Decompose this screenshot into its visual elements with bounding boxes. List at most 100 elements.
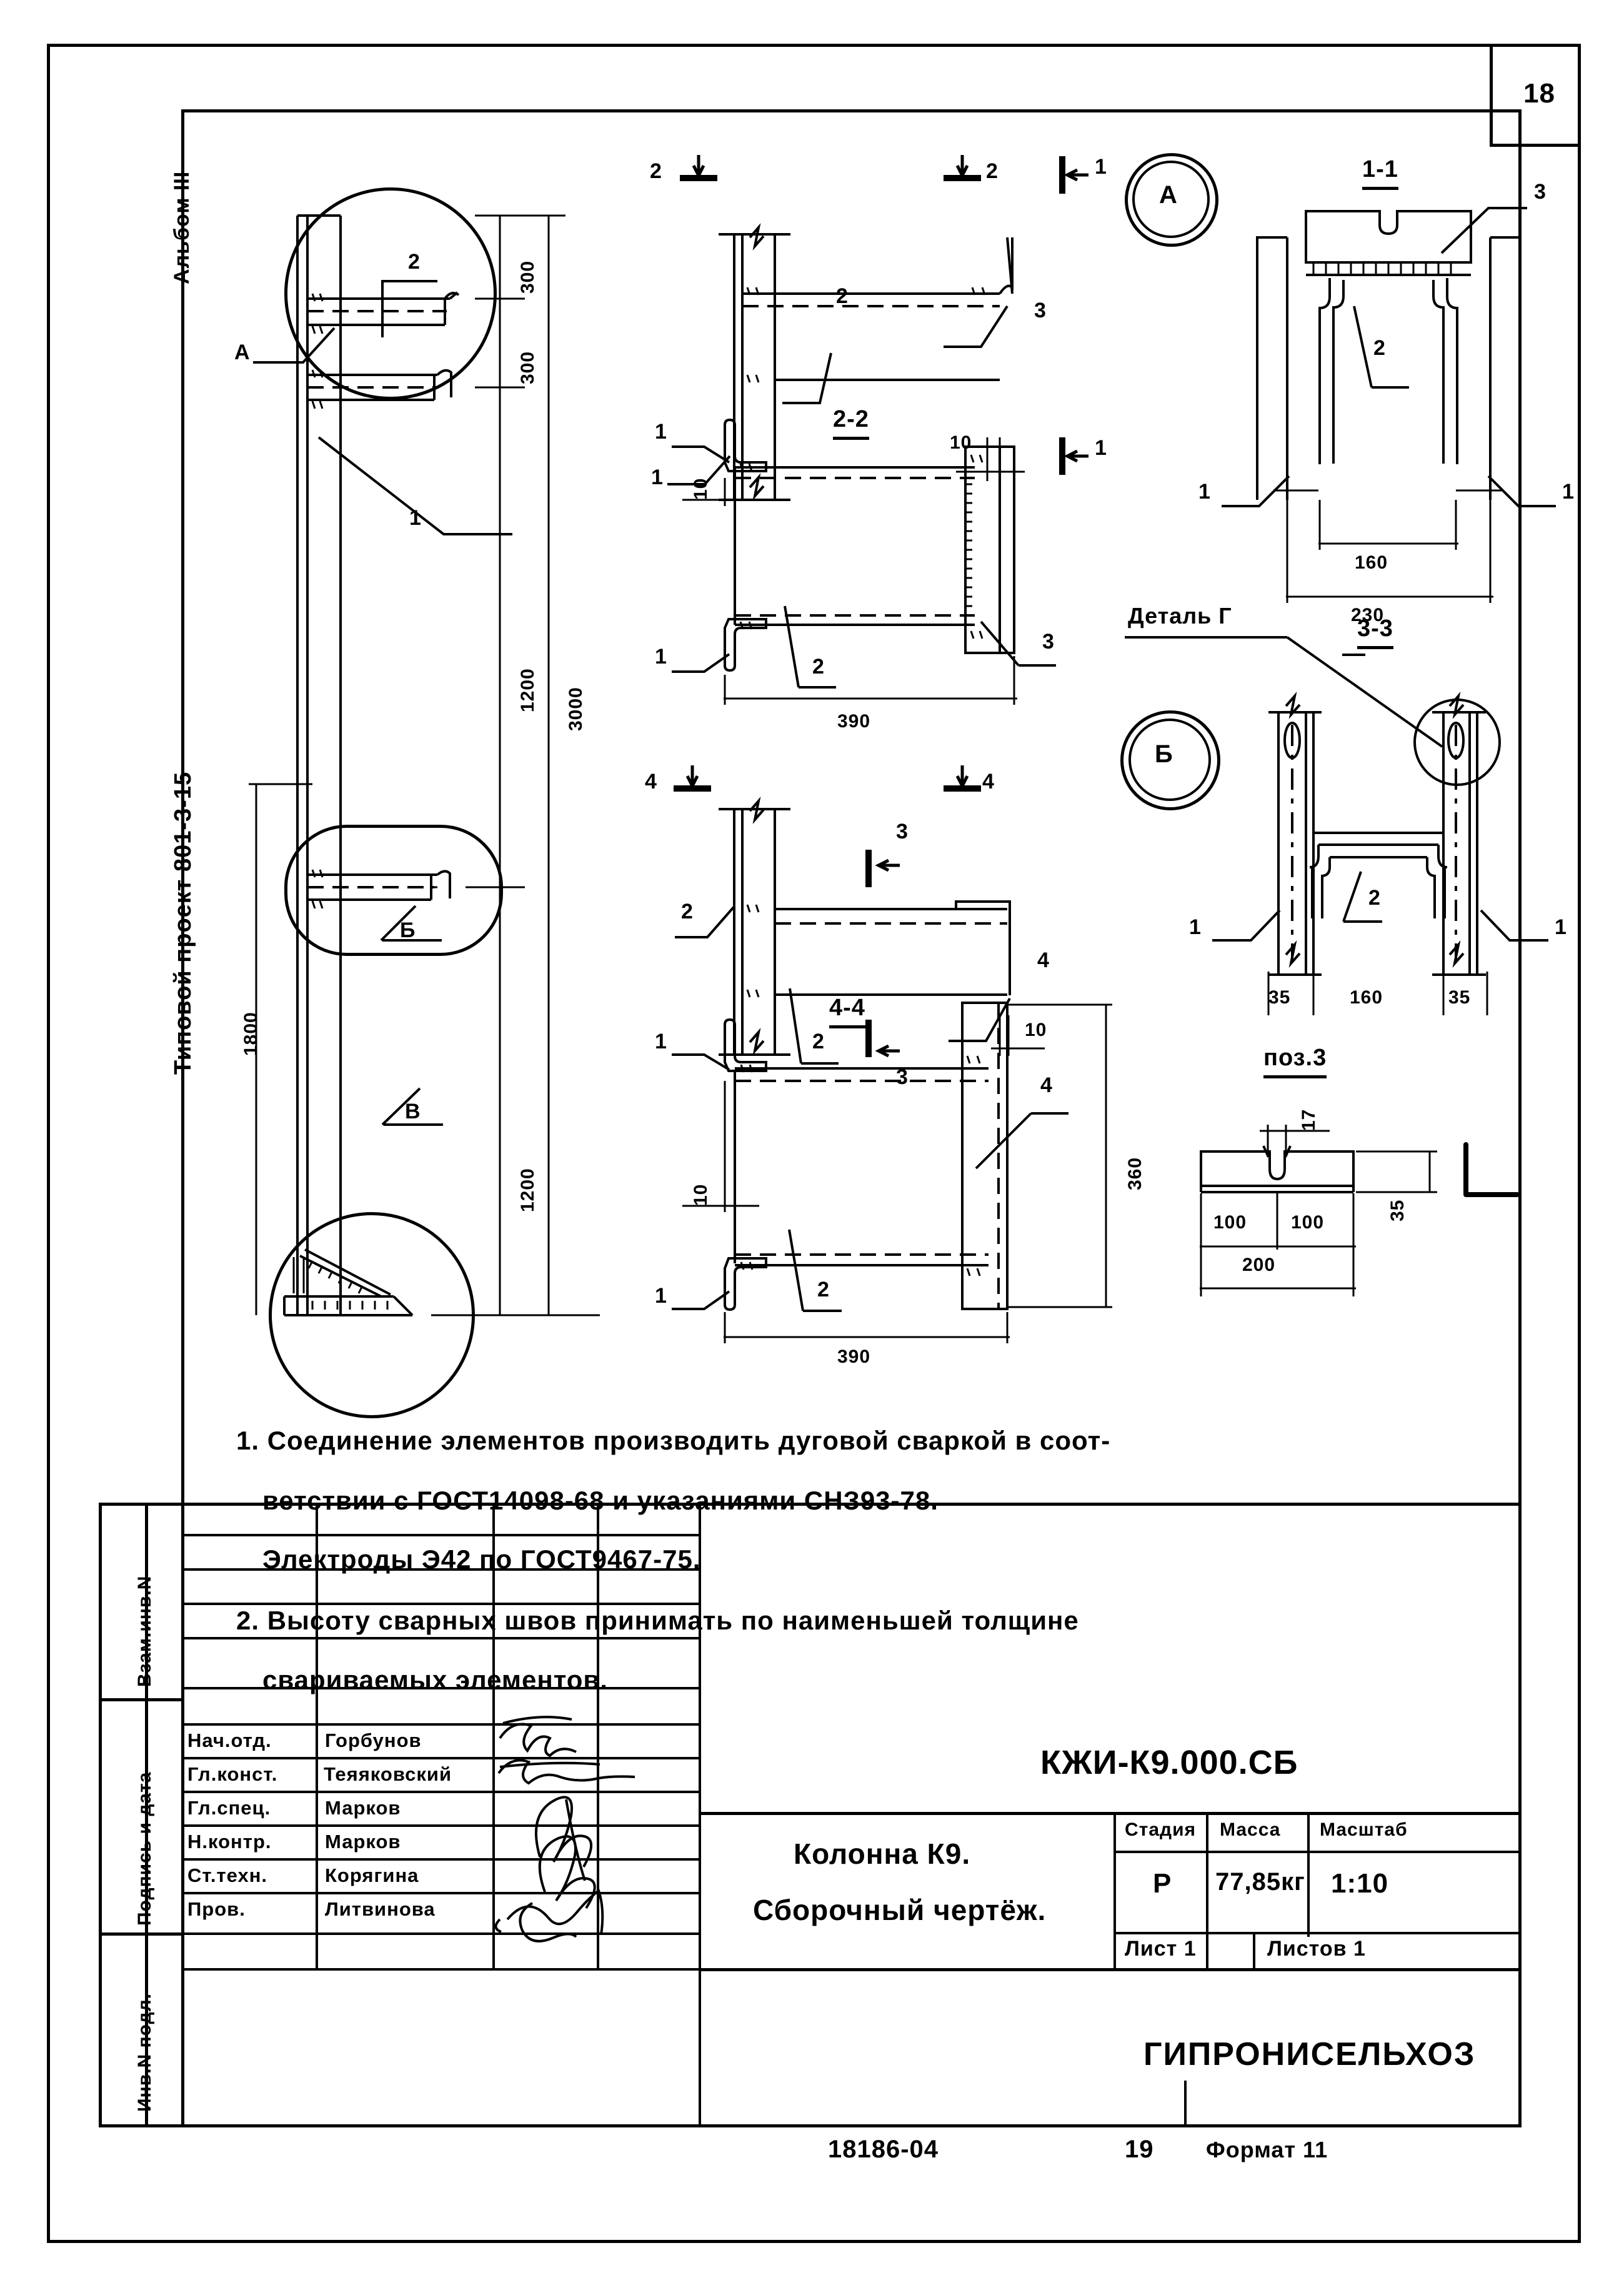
title-line-2: Сборочный чертёж. bbox=[753, 1894, 1047, 1926]
signature-name-1: Теяяковский bbox=[324, 1763, 452, 1785]
section-4-4-part-mark-4: 4 bbox=[1040, 1073, 1053, 1097]
tb-stage-h2 bbox=[1113, 1932, 1522, 1934]
section-4-4-part-mark-2: 2 bbox=[817, 1278, 830, 1301]
elevation-part-mark-2: 2 bbox=[408, 250, 421, 274]
plan-top-section-mark-1a: 1 bbox=[1095, 155, 1107, 179]
plan-mid-section-mark-4a: 4 bbox=[645, 770, 657, 793]
mass-value: 77,85кг bbox=[1215, 1868, 1305, 1896]
tb-h9 bbox=[181, 1824, 700, 1827]
section-1-1-dim-230: 230 bbox=[1351, 605, 1385, 625]
signature-role-1: Гл.конст. bbox=[187, 1763, 278, 1785]
section-2-2-title: 2-2 bbox=[833, 406, 869, 440]
note-line-1: 1. Соединение элементов производить дуго… bbox=[236, 1426, 1111, 1455]
scale-header: Масштаб bbox=[1320, 1819, 1408, 1840]
poz-3-title: поз.3 bbox=[1263, 1045, 1327, 1078]
section-4-4-part-mark-1b: 1 bbox=[655, 1284, 667, 1308]
plan-top-dim-10: 10 bbox=[950, 432, 972, 453]
plan-top-part-mark-2: 2 bbox=[836, 284, 849, 308]
signature-name-2: Марков bbox=[325, 1797, 401, 1819]
section-2-2-part-mark-1b: 1 bbox=[655, 645, 667, 669]
section-4-4-title: 4-4 bbox=[829, 995, 865, 1028]
signature-role-3: Н.контр. bbox=[187, 1831, 272, 1853]
tb-h13 bbox=[181, 1968, 700, 1971]
plan-mid-section-mark-4b: 4 bbox=[982, 770, 995, 793]
plan-top-section-mark-1b: 1 bbox=[1095, 436, 1107, 460]
note-line-5: свариваемых элементов. bbox=[262, 1665, 608, 1694]
margin-col-top bbox=[99, 1503, 1522, 1506]
poz-3-dim-200: 200 bbox=[1242, 1255, 1276, 1275]
footer-divider bbox=[1184, 2081, 1187, 2126]
tb-v2 bbox=[492, 1506, 495, 1971]
elevation-callout-V: В bbox=[405, 1100, 421, 1123]
footer-format: Формат 11 bbox=[1206, 2137, 1328, 2162]
inner-frame-left bbox=[181, 109, 184, 1503]
plan-top-section-mark-2a: 2 bbox=[650, 159, 662, 183]
signature-role-4: Ст.техн. bbox=[187, 1864, 268, 1886]
tb-v1 bbox=[316, 1506, 318, 1971]
plan-mid-section-mark-3a: 3 bbox=[896, 820, 909, 843]
section-2-2-part-mark-1a: 1 bbox=[655, 420, 667, 444]
tb-title-bottom bbox=[699, 1968, 1522, 1971]
tb-h5 bbox=[181, 1687, 700, 1689]
tb-h6 bbox=[181, 1723, 700, 1726]
section-1-1-part-mark-1a: 1 bbox=[1198, 480, 1211, 504]
section-2-2-part-mark-3: 3 bbox=[1042, 630, 1055, 654]
elevation-part-mark-1: 1 bbox=[409, 506, 422, 530]
detail-circle-B bbox=[284, 825, 503, 956]
plan-mid-dim-10: 10 bbox=[1025, 1020, 1047, 1040]
margin-col-div-1 bbox=[99, 1698, 182, 1701]
page-number-box-bottom bbox=[1490, 144, 1581, 147]
poz-3-dim-100-b: 100 bbox=[1291, 1212, 1325, 1233]
footer-code: 18186-04 bbox=[828, 2136, 939, 2163]
section-4-4-dim-390: 390 bbox=[837, 1346, 871, 1367]
detail-circle-A bbox=[284, 187, 497, 400]
tb-h2 bbox=[181, 1568, 700, 1571]
footer-number: 19 bbox=[1125, 2136, 1154, 2163]
note-line-2: ветствии с ГОСТ14098-68 и указаниями СНЗ… bbox=[262, 1486, 939, 1515]
section-4-4-part-mark-1a: 1 bbox=[655, 1030, 667, 1053]
plan-top-section-mark-2b: 2 bbox=[986, 159, 999, 183]
plan-top-part-mark-3: 3 bbox=[1034, 299, 1047, 322]
bubble-circle-B-outer bbox=[1120, 710, 1220, 810]
stage-header: Стадия bbox=[1125, 1819, 1197, 1840]
margin-col-bottom bbox=[99, 2124, 1522, 2127]
sheet-outer-border-top bbox=[47, 44, 1581, 47]
signature-name-4: Корягина bbox=[325, 1864, 419, 1886]
page-number: 18 bbox=[1523, 78, 1555, 109]
section-2-2-part-mark-2: 2 bbox=[812, 655, 825, 679]
stage-value: Р bbox=[1153, 1868, 1172, 1899]
section-2-2-dim-390: 390 bbox=[837, 711, 871, 732]
sheet-outer-border-bottom bbox=[47, 2240, 1581, 2243]
bubble-circle-B-inner bbox=[1128, 719, 1211, 801]
plan-top-part-mark-1: 1 bbox=[651, 465, 664, 489]
sheet-label: Лист 1 bbox=[1125, 1937, 1197, 1961]
sheet-outer-border-left bbox=[47, 44, 50, 2243]
margin-col-div-2 bbox=[99, 1932, 182, 1936]
plan-mid-part-mark-2b: 2 bbox=[812, 1030, 825, 1053]
elevation-callout-B: Б bbox=[400, 918, 416, 942]
section-1-1-part-mark-2: 2 bbox=[1373, 336, 1386, 360]
section-3-3-part-mark-1b: 1 bbox=[1555, 915, 1567, 939]
tb-code-bottom bbox=[699, 1812, 1522, 1815]
poz-3-dim-100-a: 100 bbox=[1213, 1212, 1247, 1233]
section-1-1-part-mark-1b: 1 bbox=[1562, 480, 1575, 504]
elevation-callout-A: А bbox=[234, 341, 251, 364]
detail-circle-V bbox=[269, 1212, 475, 1418]
plan-mid-section-mark-3b: 3 bbox=[896, 1065, 909, 1089]
tb-h11 bbox=[181, 1892, 700, 1894]
signature-name-3: Марков bbox=[325, 1831, 401, 1853]
section-1-1-part-mark-3: 3 bbox=[1534, 180, 1547, 204]
scale-value: 1:10 bbox=[1331, 1868, 1389, 1899]
signature-role-0: Нач.отд. bbox=[187, 1729, 272, 1751]
section-3-3-dim-160: 160 bbox=[1350, 987, 1383, 1008]
plan-mid-part-mark-4: 4 bbox=[1037, 948, 1050, 972]
page-number-box-left bbox=[1490, 44, 1493, 147]
margin-col-line-outer bbox=[99, 1503, 102, 2127]
tb-h8 bbox=[181, 1791, 700, 1793]
tb-v4 bbox=[699, 1506, 701, 2124]
